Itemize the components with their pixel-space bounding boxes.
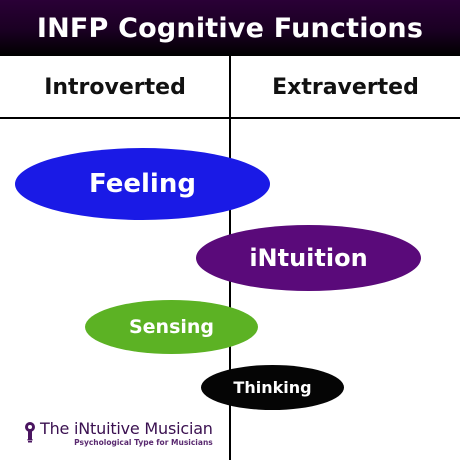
page-title: INFP Cognitive Functions — [36, 12, 424, 44]
column-header-extraverted: Extraverted — [272, 74, 419, 100]
column-header-introverted: Introverted — [44, 74, 186, 100]
function-thinking: Thinking — [201, 365, 344, 410]
lightbulb-icon — [25, 422, 35, 443]
title-bar: INFP Cognitive Functions — [0, 0, 460, 56]
function-intuition: iNtuition — [196, 225, 421, 291]
logo-tagline: Psychological Type for Musicians — [74, 438, 213, 447]
logo-name: The iNtuitive Musician — [40, 419, 213, 438]
brand-logo: The iNtuitive Musician Psychological Typ… — [24, 420, 213, 447]
function-feeling: Feeling — [15, 148, 270, 220]
function-sensing: Sensing — [85, 300, 258, 354]
